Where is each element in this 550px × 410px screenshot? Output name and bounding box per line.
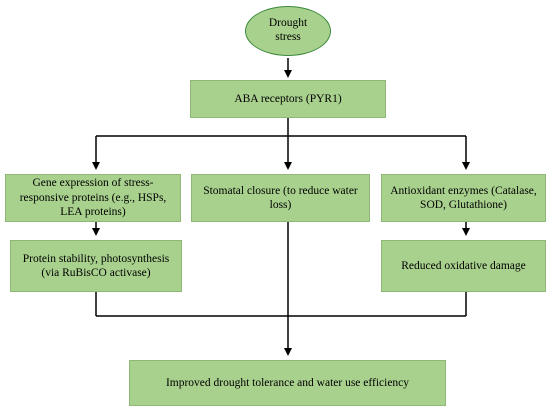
node-antioxidant-enzymes: Antioxidant enzymes (Catalase, SOD, Glut… — [381, 174, 546, 222]
node-gene-expression: Gene expression of stress-responsive pro… — [5, 174, 181, 222]
node-drought-stress: Drought stress — [245, 6, 331, 56]
node-aba-receptors: ABA receptors (PYR1) — [190, 80, 386, 118]
node-improved-drought-tolerance-label: Improved drought tolerance and water use… — [165, 376, 410, 389]
node-gene-expression-label: Gene expression of stress-responsive pro… — [19, 177, 167, 219]
node-aba-receptors-label: ABA receptors (PYR1) — [234, 92, 342, 105]
node-antioxidant-enzymes-label: Antioxidant enzymes (Catalase, SOD, Glut… — [390, 184, 537, 211]
node-stomatal-closure: Stomatal closure (to reduce water loss) — [191, 174, 370, 222]
node-improved-drought-tolerance: Improved drought tolerance and water use… — [129, 360, 446, 406]
node-stomatal-closure-label: Stomatal closure (to reduce water loss) — [203, 184, 358, 211]
node-protein-stability-label: Protein stability, photosynthesis (via R… — [22, 252, 170, 279]
node-reduced-oxidative-damage: Reduced oxidative damage — [381, 240, 546, 292]
node-drought-stress-label: Drought stress — [268, 17, 308, 43]
node-reduced-oxidative-damage-label: Reduced oxidative damage — [401, 259, 526, 272]
node-protein-stability: Protein stability, photosynthesis (via R… — [10, 240, 182, 292]
